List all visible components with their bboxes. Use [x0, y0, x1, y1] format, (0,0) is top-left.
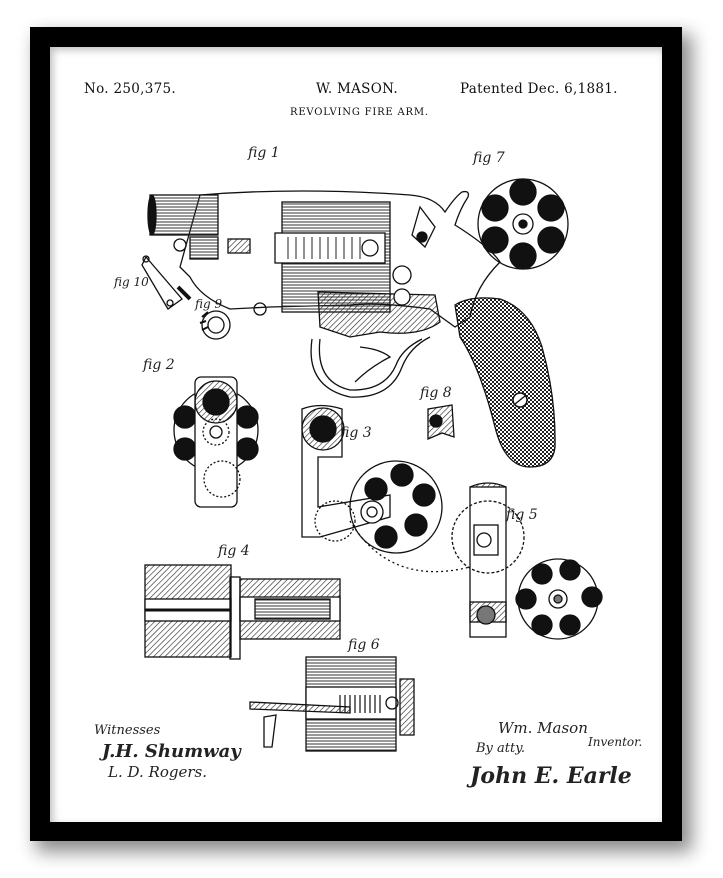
fig-6-section [249, 656, 415, 752]
fig-2-front-view [173, 376, 259, 508]
picture-frame: No. 250,375. W. MASON. Patented Dec. 6,1… [30, 27, 682, 841]
fig-3-side-view [301, 404, 471, 573]
fig-5-label: fig 5 [506, 507, 538, 523]
fig-6-label: fig 6 [348, 637, 380, 653]
fig-3-label: fig 3 [340, 425, 372, 441]
patent-print: No. 250,375. W. MASON. Patented Dec. 6,1… [50, 47, 662, 822]
attorney-signature: John E. Earle [470, 763, 632, 789]
fig-7-label: fig 7 [473, 150, 505, 166]
inventor-heading: W. MASON. [316, 81, 398, 97]
patent-number: No. 250,375. [84, 81, 177, 97]
inventor-label: Inventor. [588, 735, 643, 749]
fig-8-detail [427, 404, 455, 440]
fig-2-label: fig 2 [143, 357, 175, 373]
fig-4-section [144, 564, 341, 660]
fig-5-rear-view [451, 482, 603, 640]
fig-7-cylinder [477, 178, 569, 270]
witness-signature-2: L. D. Rogers. [108, 763, 207, 781]
fig-9-label: fig 9 [195, 297, 223, 311]
attorney-label: By atty. [476, 741, 525, 756]
patent-drawing [141, 178, 603, 752]
fig-8-label: fig 8 [420, 385, 452, 401]
fig-10-label: fig 10 [114, 275, 149, 289]
fig-1-label: fig 1 [248, 145, 280, 161]
fig-10-part [141, 255, 192, 310]
patent-title: REVOLVING FIRE ARM. [290, 107, 429, 118]
patent-date: Patented Dec. 6,1881. [460, 81, 618, 97]
fig-4-label: fig 4 [218, 543, 250, 559]
fig-1-revolver [147, 190, 556, 468]
witness-signature-1: J.H. Shumway [102, 741, 241, 762]
inventor-signature: Wm. Mason [498, 719, 588, 737]
fig-9-ratchet [199, 310, 231, 340]
witnesses-label: Witnesses [94, 723, 161, 738]
